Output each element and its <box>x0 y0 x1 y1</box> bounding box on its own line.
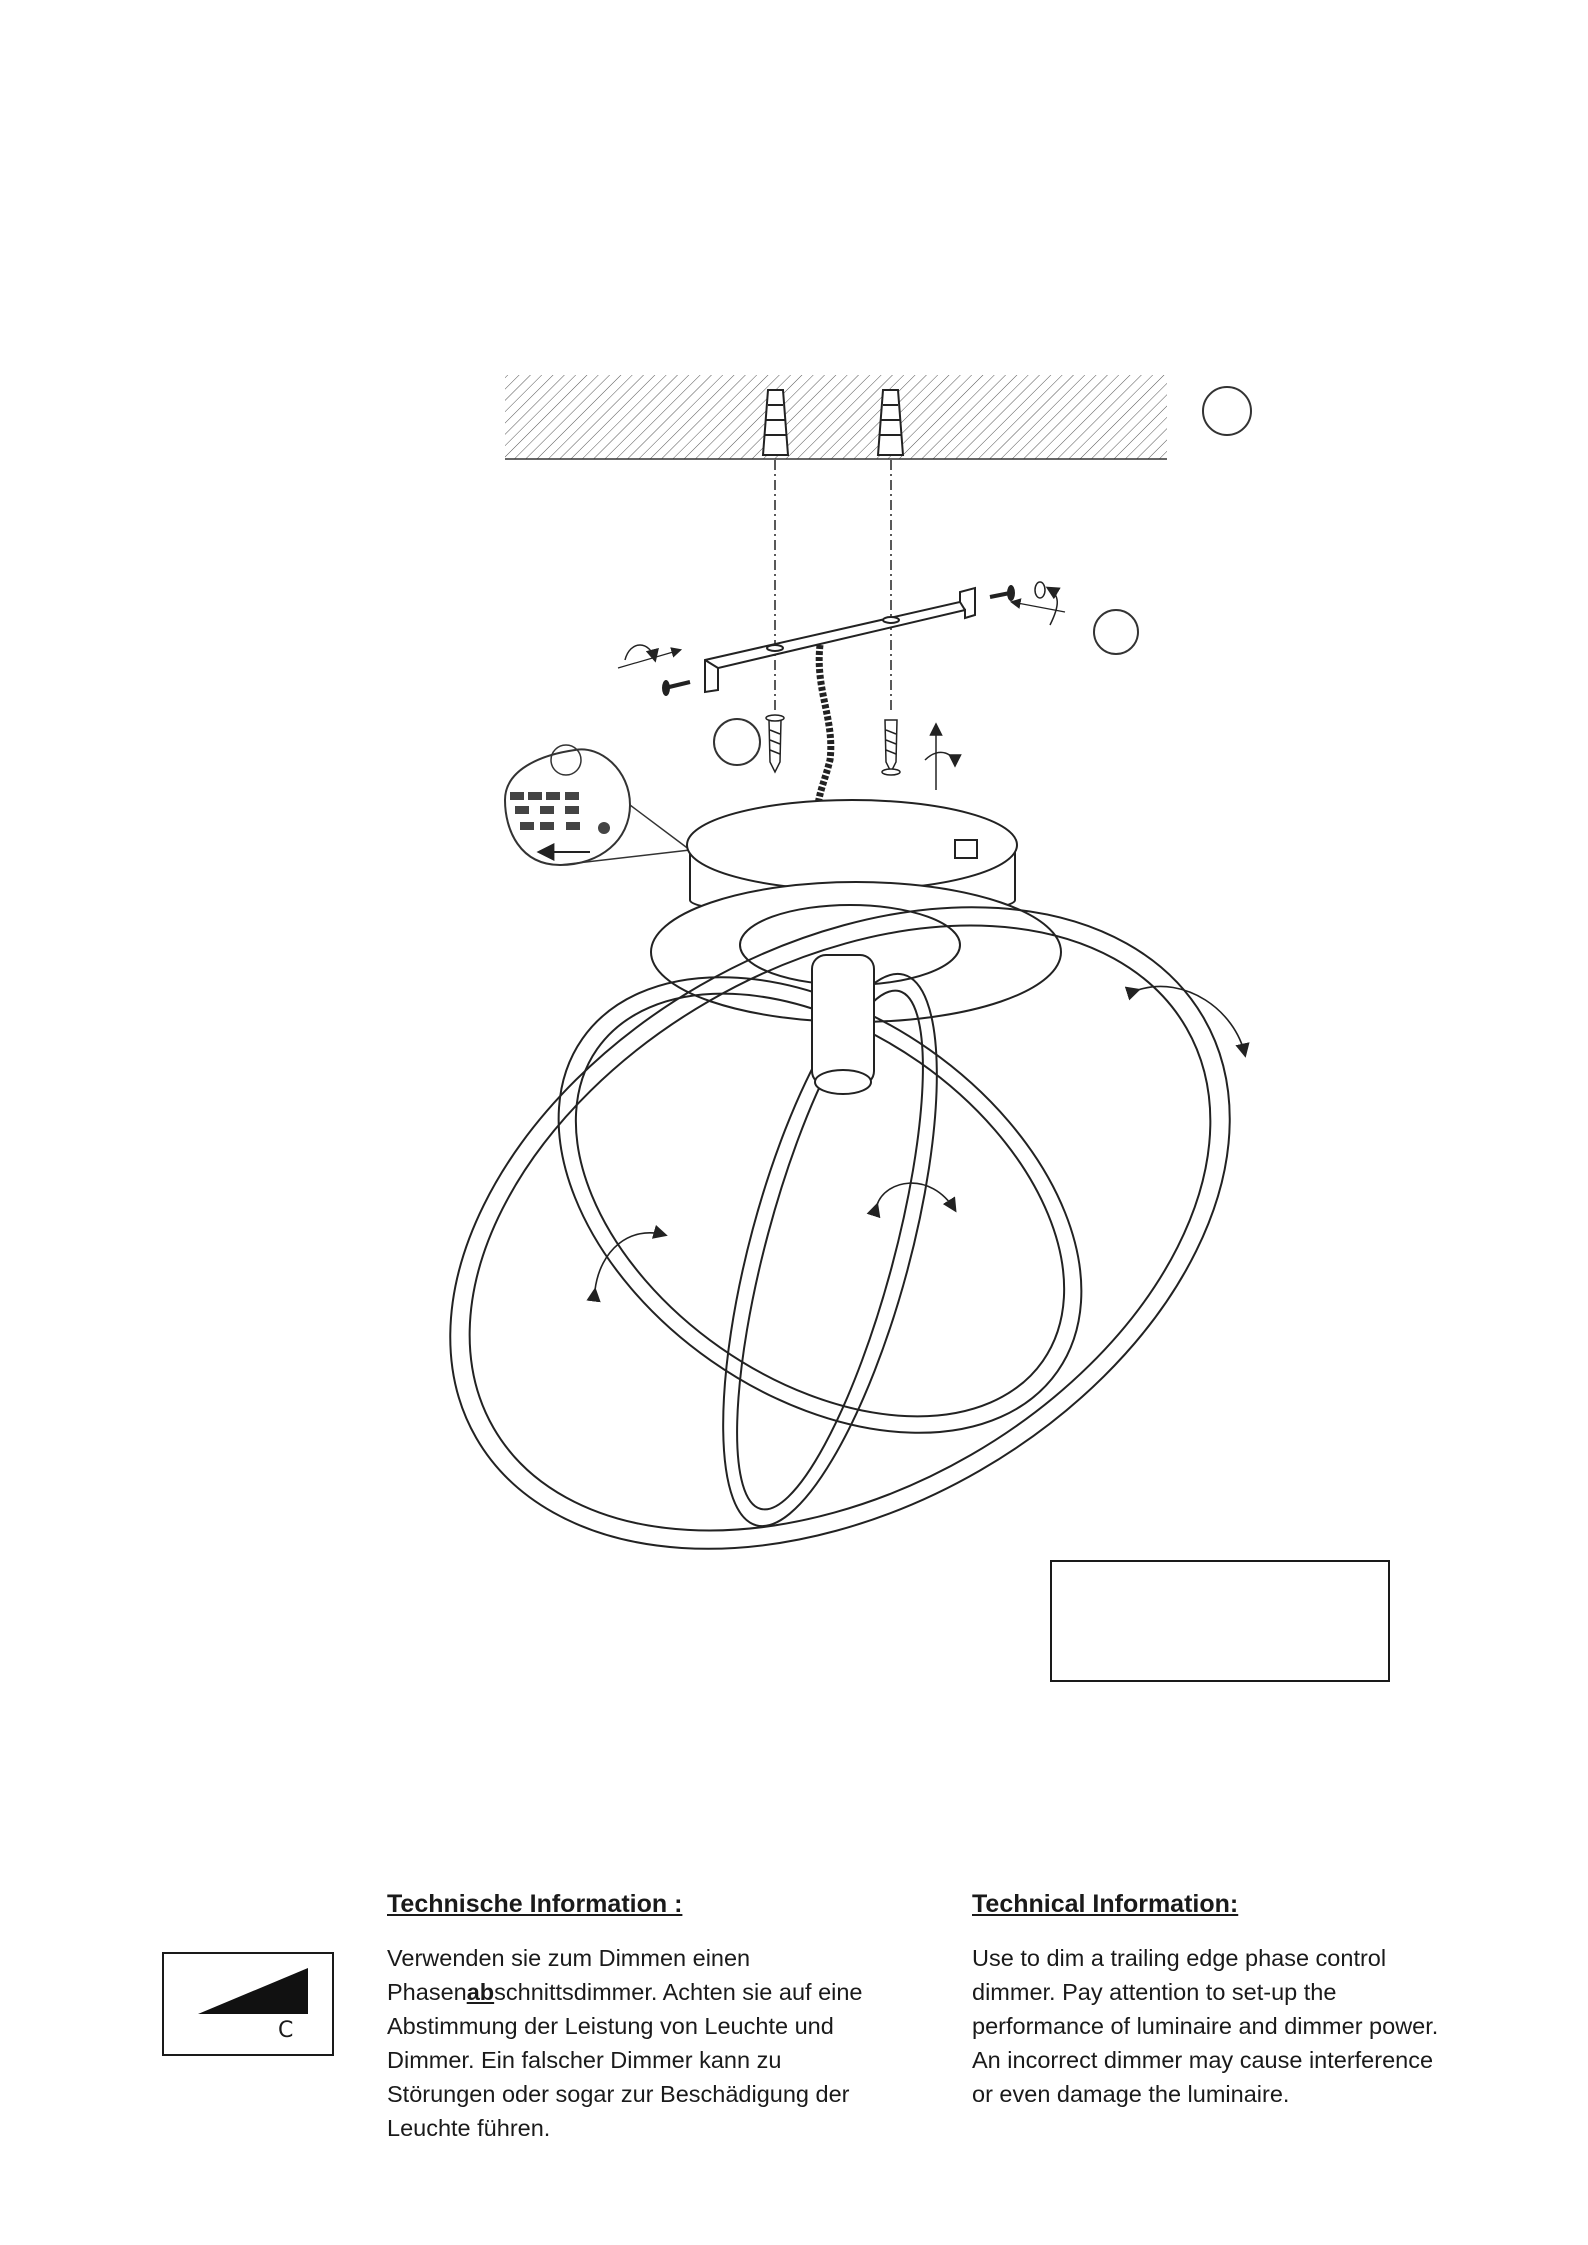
step-circle-2 <box>1093 609 1139 655</box>
ceiling-canopy <box>650 799 1062 1023</box>
rotation-arrow-center <box>866 1182 957 1219</box>
dimmer-type-letter: C <box>278 2018 294 2043</box>
middle-ring <box>557 976 1083 1434</box>
installation-diagram <box>449 375 1252 1550</box>
wood-screw-right <box>881 719 901 776</box>
step-circle-1 <box>1202 386 1252 436</box>
heading-english: Technical Information: <box>972 1890 1239 1918</box>
technical-info-german: Technische Information : Verwenden sie z… <box>387 1890 907 2145</box>
label-box <box>1050 1560 1390 1682</box>
step-circle-3 <box>713 718 761 766</box>
dimmer-symbol: C <box>162 1952 334 2056</box>
wood-screw-left <box>765 714 785 774</box>
wall-plug-left <box>761 389 790 456</box>
wiring-detail-callout <box>503 744 691 867</box>
guide-lines <box>774 460 892 710</box>
dimmer-wedge-icon <box>198 1968 308 2014</box>
rotation-arrow-outer <box>1124 985 1250 1058</box>
technical-info-english: Technical Information: Use to dim a trai… <box>972 1890 1492 2111</box>
heading-german: Technische Information : <box>387 1890 683 1918</box>
bracket-screw-left <box>617 644 691 696</box>
power-cable <box>814 644 835 806</box>
bracket-screw-right <box>989 581 1066 626</box>
mounting-bracket <box>704 586 976 694</box>
body-german: Verwenden sie zum Dimmen einen Phasenabs… <box>387 1945 863 2141</box>
wall-plug-right <box>876 389 905 456</box>
screw-arrow <box>924 722 962 790</box>
body-english: Use to dim a trailing edge phase control… <box>972 1945 1439 2107</box>
ceiling <box>505 375 1167 460</box>
rotation-arrow-left <box>586 1224 668 1303</box>
ring-hub <box>811 954 875 1095</box>
inner-ring <box>722 972 938 1528</box>
